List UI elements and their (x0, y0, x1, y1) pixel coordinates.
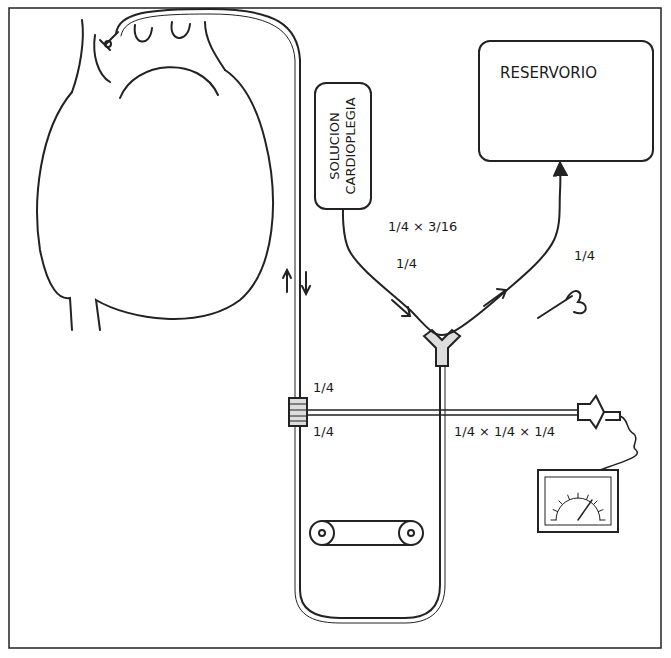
tube-size: 1/4 (572, 248, 597, 264)
flow-arrow (484, 289, 506, 306)
tube-size: 1/4 (311, 424, 336, 440)
tubing (343, 162, 560, 335)
box-label: RESERVORIO (480, 42, 652, 82)
solution-bag: SOLUCION CARDIOPLEGIA (314, 82, 372, 210)
t-connector (289, 398, 307, 426)
aortic-line-wall (121, 14, 295, 398)
aortic-arch (120, 67, 218, 98)
reservoir-box: RESERVORIO (478, 40, 654, 162)
roller-hub (319, 530, 325, 536)
gauge-face (545, 477, 611, 525)
gauge-needle (578, 500, 592, 520)
transducer (578, 396, 620, 428)
t-connector-bands (289, 404, 307, 421)
heart-outline (37, 70, 273, 330)
cannula-tip (105, 41, 111, 47)
pressure-gauge (538, 470, 618, 532)
flow-arrows (283, 270, 310, 294)
roller-pump-band (322, 521, 411, 545)
pump-loop (300, 362, 440, 618)
pump-loop-wall (295, 362, 445, 623)
frame (9, 8, 661, 648)
aortic-line (116, 9, 300, 398)
tube-size: 1/4 × 1/4 × 1/4 (452, 424, 557, 440)
tube-size: 1/4 (311, 380, 336, 396)
aorta-vessels (72, 20, 225, 92)
roller-hub (408, 530, 414, 536)
pressure-line (307, 410, 578, 415)
pump-roller (310, 521, 334, 545)
gauge-ticks (551, 493, 605, 520)
transducer-cable (600, 416, 637, 470)
box-label: SOLUCION CARDIOPLEGIA (327, 87, 358, 205)
pump-roller (399, 521, 423, 545)
tube-clamp (538, 291, 586, 318)
gauge-dial (556, 498, 600, 520)
tube-size: 1/4 (394, 256, 419, 272)
tube-size: 1/4 × 3/16 (386, 219, 459, 235)
